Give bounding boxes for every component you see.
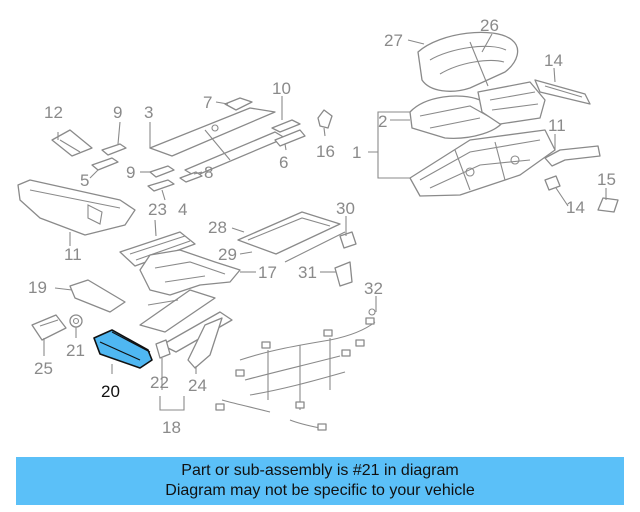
- callout-26: 25: [34, 359, 53, 378]
- part-22: [69, 314, 83, 328]
- callout-28: 27: [384, 31, 403, 50]
- wiring-harness-33: [215, 308, 376, 431]
- lower-frame-18: [139, 249, 241, 296]
- banner-line-2: Diagram may not be specific to your vehi…: [165, 482, 475, 499]
- callout-8: 8: [204, 163, 213, 182]
- callout-27: 26: [480, 16, 499, 35]
- callout-32: 31: [298, 263, 317, 282]
- part-31: [339, 231, 357, 249]
- callout-11: 11: [64, 245, 82, 264]
- callout-17: 16: [316, 142, 335, 161]
- callout-1: 1: [352, 143, 361, 162]
- callout-13: 11: [548, 116, 566, 135]
- banner-line-1: Part or sub-assembly is #21 in diagram: [181, 462, 459, 479]
- callout-31: 30: [336, 199, 355, 218]
- seat-frame-1: [409, 129, 556, 197]
- callout-22: 21: [66, 341, 85, 360]
- callout-21: 20: [101, 382, 120, 401]
- callout-25: 24: [188, 376, 207, 395]
- part-4: [147, 179, 175, 192]
- info-banner: Part or sub-assembly is #21 in diagram D…: [16, 457, 624, 505]
- bracket-32: [334, 261, 353, 287]
- callout-23: 22: [150, 373, 169, 392]
- part-7: [224, 97, 253, 111]
- part-21-highlighted: [93, 329, 153, 369]
- part-23: [155, 339, 171, 359]
- part-12: [51, 129, 93, 157]
- callout-24: 23: [148, 200, 167, 219]
- callout-14: 14: [544, 51, 563, 70]
- part-17: [317, 109, 333, 129]
- part-16: [597, 197, 619, 213]
- leader-lines: [43, 33, 607, 411]
- part-9a: [101, 143, 127, 156]
- callout-3: 3: [144, 103, 153, 122]
- callout-15: 14: [566, 198, 585, 217]
- callout-5: 5: [80, 171, 89, 190]
- callout-30: 29: [218, 245, 237, 264]
- motor-assembly: [477, 81, 546, 125]
- seat-rail-3: [149, 107, 286, 177]
- part-8: [179, 171, 203, 183]
- part-13: [544, 145, 601, 167]
- callout-6: 6: [279, 153, 288, 172]
- callout-9-upper: 9: [113, 103, 122, 122]
- side-trim-11: [17, 179, 136, 236]
- callout-10: 10: [272, 79, 291, 98]
- part-9b: [149, 165, 175, 178]
- callout-4: 4: [178, 200, 187, 219]
- part-14: [534, 79, 591, 105]
- callout-12: 12: [44, 103, 63, 122]
- trim-25: [187, 317, 223, 369]
- seat-cushion-28-27: [417, 31, 519, 92]
- callout-20: 19: [28, 278, 47, 297]
- frame-29-30: [237, 211, 346, 263]
- callout-7: 7: [203, 93, 212, 112]
- part-6: [274, 129, 306, 147]
- callout-9-lower: 9: [126, 163, 135, 182]
- callout-2: 2: [378, 112, 387, 131]
- part-10: [271, 119, 301, 133]
- callout-29: 28: [208, 218, 227, 237]
- parts-diagram: 27 26 14 2 11 1 15 14 16 10 7 6 12 9 3 5…: [17, 16, 619, 437]
- callout-18: 17: [258, 263, 277, 282]
- callout-16: 15: [597, 170, 616, 189]
- part-5: [91, 157, 119, 171]
- part-24: [119, 231, 196, 267]
- callouts: 27 26 14 2 11 1 15 14 16 10 7 6 12 9 3 5…: [28, 16, 616, 437]
- part-15: [544, 175, 561, 191]
- callout-33: 32: [364, 279, 383, 298]
- part-26: [31, 314, 67, 341]
- cover-20: [69, 279, 126, 313]
- callout-19: 18: [162, 418, 181, 437]
